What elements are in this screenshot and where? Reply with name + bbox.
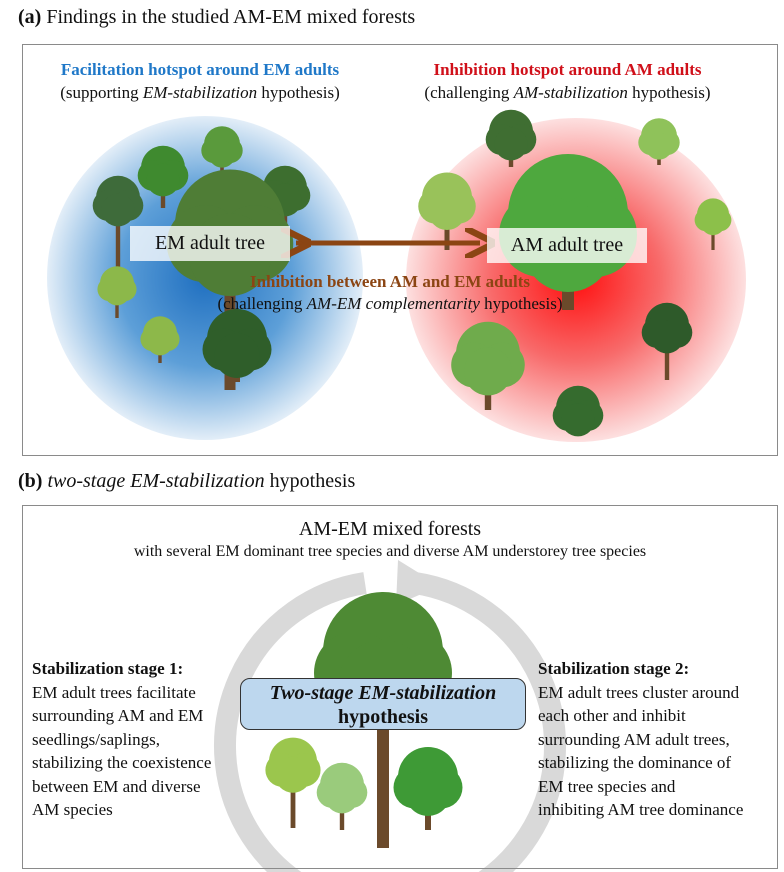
em-adult-tree-label: EM adult tree: [130, 226, 290, 261]
panel-a-box: [22, 44, 778, 456]
am-adult-tree-label: AM adult tree: [487, 228, 647, 263]
stage-1-line: between EM and diverse: [32, 776, 201, 796]
center-line-2: hypothesis: [337, 706, 429, 728]
tree-icon: [201, 126, 243, 178]
facilitation-subtitle: (supporting EM-stabilization hypothesis): [60, 83, 340, 102]
stage-1-line: AM species: [32, 800, 113, 819]
stage-2-line: EM tree species and: [538, 776, 676, 796]
cycle-arrow-icon: [214, 560, 566, 872]
stage-1-heading: Stabilization stage 1:: [32, 659, 184, 678]
panel-b-title: (b) two-stage EM-stabilization hypothesi…: [18, 470, 356, 492]
stage-2-line: stabilizing the dominance of: [538, 753, 732, 772]
stage-2-line: surrounding AM adult trees,: [538, 729, 730, 749]
tree-icon: [485, 109, 537, 167]
stage-2-line: each other and inhibit: [538, 706, 686, 725]
forest-title: AM-EM mixed forests: [298, 518, 482, 540]
hypothesis-center-box: Two-stage EM-stabilization hypothesis: [240, 678, 526, 730]
stage-1-line: stabilizing the coexistence: [32, 753, 212, 772]
tree-icon: [137, 145, 189, 208]
stage-2-line: inhibiting AM tree dominance: [538, 800, 744, 819]
inhibition-am-heading: Inhibition hotspot around AM adults: [433, 60, 702, 79]
tree-icon: [641, 302, 693, 380]
stage-1-line: EM adult trees facilitate: [32, 682, 196, 702]
tree-icon: [97, 266, 137, 318]
tree-icon: [393, 747, 463, 830]
tree-icon: [140, 316, 180, 363]
stage-1-line: seedlings/saplings,: [32, 729, 160, 749]
stage-1-line: surrounding AM and EM: [32, 706, 204, 725]
center-line-1: Two-stage EM-stabilization: [269, 682, 497, 704]
tree-icon: [418, 172, 476, 250]
stage-2-line: EM adult trees cluster around: [538, 682, 740, 702]
panel-a-title: (a) Findings in the studied AM-EM mixed …: [18, 6, 416, 28]
tree-icon: [265, 737, 321, 828]
tree-icon: [694, 198, 732, 250]
tree-icon: [552, 385, 604, 437]
tree-icon: [92, 175, 144, 273]
inhibition-between-subtitle: (challenging AM-EM complementarity hypot…: [217, 294, 563, 313]
tree-icon: [316, 762, 368, 830]
tree-icon: [638, 118, 680, 165]
stage-1-text: Stabilization stage 1: EM adult trees fa…: [32, 657, 242, 822]
forest-subtitle: with several EM dominant tree species an…: [133, 543, 647, 560]
facilitation-heading: Facilitation hotspot around EM adults: [60, 60, 340, 79]
inhibition-am-subtitle: (challenging AM-stabilization hypothesis…: [424, 83, 711, 102]
inhibition-between-heading: Inhibition between AM and EM adults: [249, 272, 531, 291]
tree-icon: [451, 321, 525, 410]
stage-2-heading: Stabilization stage 2:: [538, 659, 690, 678]
stage-2-text: Stabilization stage 2: EM adult trees cl…: [538, 657, 778, 822]
tree-icon: [202, 309, 272, 382]
panel-b-box: [22, 505, 778, 869]
